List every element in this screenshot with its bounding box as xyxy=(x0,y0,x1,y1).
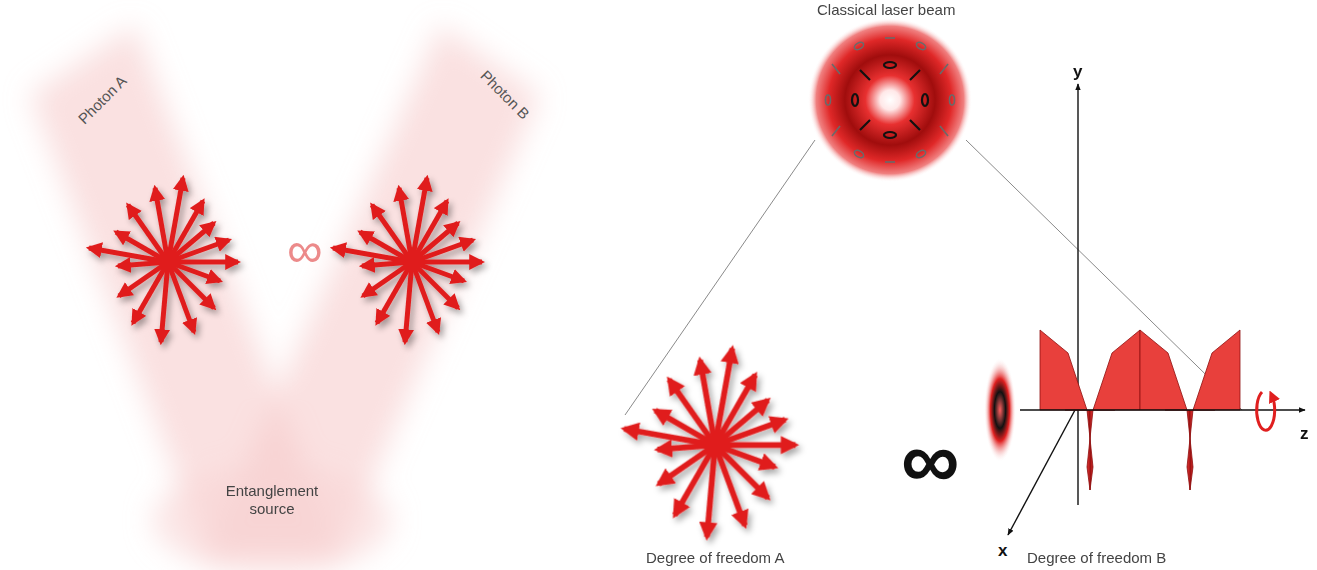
axis-label: z xyxy=(1300,424,1309,444)
entanglement-symbol: ∞ xyxy=(901,419,959,501)
photon-beams xyxy=(30,25,540,570)
axis-label: y xyxy=(1073,62,1082,82)
laser-beam xyxy=(808,18,972,182)
helical-wavefront xyxy=(984,84,1305,535)
beam-label: Classical laser beam xyxy=(817,1,955,19)
polarization-stars xyxy=(89,178,796,537)
source-label: Entanglement source xyxy=(217,482,327,518)
axis-label: x xyxy=(998,541,1007,561)
dof-label: Degree of freedom A xyxy=(646,549,784,567)
entanglement-symbol: ∞ xyxy=(287,225,323,275)
leader-lines xyxy=(625,140,1242,415)
dof-label: Degree of freedom B xyxy=(1027,549,1166,567)
